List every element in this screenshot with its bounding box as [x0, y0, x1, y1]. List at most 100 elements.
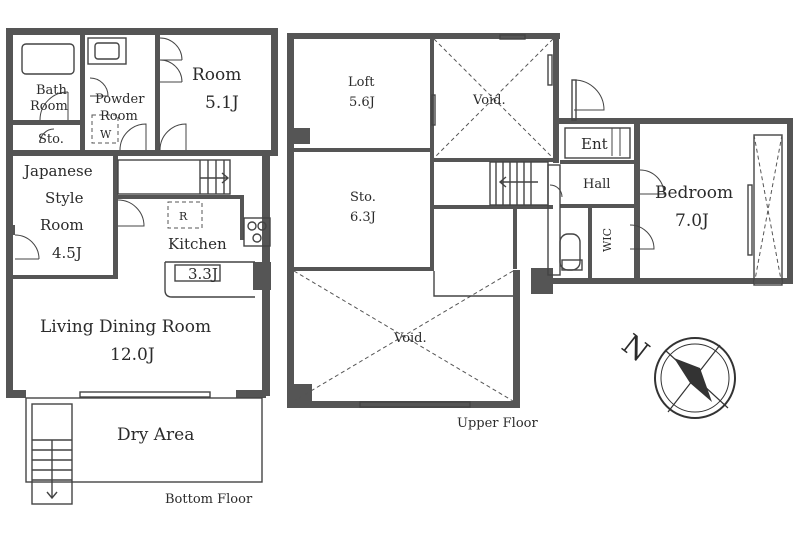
void-upper	[431, 34, 554, 159]
kitchen-size: 3.3J	[188, 265, 218, 283]
door-icon	[119, 123, 147, 151]
wall	[287, 33, 294, 408]
wall	[6, 390, 26, 398]
japanese-room-label: Room	[40, 216, 84, 234]
wall	[560, 204, 634, 208]
room-size: 5.1J	[205, 93, 239, 113]
bottom-floor-title: Bottom Floor	[165, 492, 253, 507]
burner-icon	[257, 221, 267, 231]
wall	[434, 158, 553, 162]
wall	[6, 28, 278, 35]
compass-needle-icon	[674, 358, 712, 402]
japanese-room-label: Style	[45, 189, 84, 207]
wall	[547, 164, 561, 276]
wall	[513, 209, 517, 269]
washer-space	[91, 114, 119, 144]
ldr-size: 12.0J	[110, 345, 155, 365]
door-icon	[573, 79, 605, 111]
window	[79, 391, 211, 398]
bath-room-label: Room	[30, 99, 68, 114]
sink-basin-icon	[94, 42, 120, 60]
fridge-space	[167, 201, 203, 229]
wall	[513, 270, 520, 408]
wall	[240, 195, 244, 240]
sink-icon	[87, 37, 127, 65]
powder-room-label: Room	[100, 109, 138, 124]
wall	[118, 195, 243, 199]
japanese-room-label: Japanese	[22, 162, 93, 180]
toilet-icon	[559, 233, 581, 271]
upper-floor-title: Upper Floor	[457, 416, 538, 431]
compass: N	[616, 328, 736, 419]
door-icon	[14, 234, 40, 260]
door-icon	[39, 128, 55, 144]
entrance-label: Ent	[581, 135, 608, 153]
wall	[287, 33, 560, 39]
fridge-label: R	[179, 210, 188, 223]
wall	[434, 205, 553, 209]
void-label: Void.	[393, 331, 427, 346]
wall	[236, 390, 266, 398]
storage-label: Sto.	[38, 132, 64, 147]
wall	[287, 401, 519, 408]
wall	[553, 118, 793, 124]
compass-ring	[654, 337, 736, 419]
door-icon	[117, 199, 145, 227]
door-icon	[159, 123, 187, 151]
wall	[262, 156, 270, 396]
toilet-tank-icon	[561, 259, 583, 271]
dry-area-outline	[25, 397, 263, 483]
wall	[13, 120, 80, 125]
loft-label: Loft	[348, 75, 375, 90]
void-lower	[293, 270, 514, 408]
wall	[6, 28, 13, 398]
door-frame	[571, 79, 577, 121]
storage-label: Sto.	[350, 190, 376, 205]
door-icon	[159, 59, 183, 83]
burner-icon	[252, 233, 262, 243]
hall-label: Hall	[583, 177, 610, 192]
balcony	[747, 134, 783, 286]
entrance-box	[564, 127, 631, 159]
wall	[787, 118, 793, 283]
void-label: Void.	[472, 93, 506, 108]
room-label: Room	[192, 65, 241, 85]
ldr-label: Living Dining Room	[40, 317, 211, 337]
wall	[294, 128, 310, 144]
door-icon	[639, 169, 665, 195]
door-icon	[159, 37, 183, 61]
stairs-icon	[489, 161, 549, 206]
wall	[531, 268, 553, 294]
burner-icon	[247, 221, 257, 231]
wall	[634, 124, 640, 284]
wall	[13, 275, 118, 279]
door-icon	[89, 77, 109, 97]
door-icon	[39, 91, 69, 121]
loft-size: 5.6J	[349, 95, 375, 110]
wall	[13, 150, 271, 156]
bedroom-size: 7.0J	[675, 211, 709, 231]
wall	[294, 148, 434, 152]
wall	[13, 225, 15, 235]
wall	[80, 35, 85, 150]
door-icon	[611, 128, 621, 156]
washer-label: W	[100, 128, 112, 141]
bathtub-icon	[21, 43, 75, 75]
upper-floor-plan: Loft 5.6J Void. Ent Sto. 6.3J Hall Bedro…	[287, 33, 793, 431]
door-icon	[629, 224, 655, 250]
wall	[430, 39, 434, 149]
powder-room-label: Powder	[95, 92, 145, 107]
north-label: N	[616, 328, 656, 369]
compass-ring-inner	[660, 343, 730, 413]
stairs-icon	[31, 403, 73, 505]
stairs-icon	[117, 159, 231, 195]
kitchen-label: Kitchen	[168, 235, 227, 253]
storage-size: 6.3J	[350, 210, 376, 225]
dry-area-label: Dry Area	[117, 425, 194, 445]
bedroom-label: Bedroom	[655, 183, 733, 203]
wall	[553, 33, 559, 163]
wic-label: WIC	[601, 228, 614, 252]
wall	[294, 384, 312, 401]
wall	[113, 156, 118, 278]
wall	[560, 160, 634, 164]
